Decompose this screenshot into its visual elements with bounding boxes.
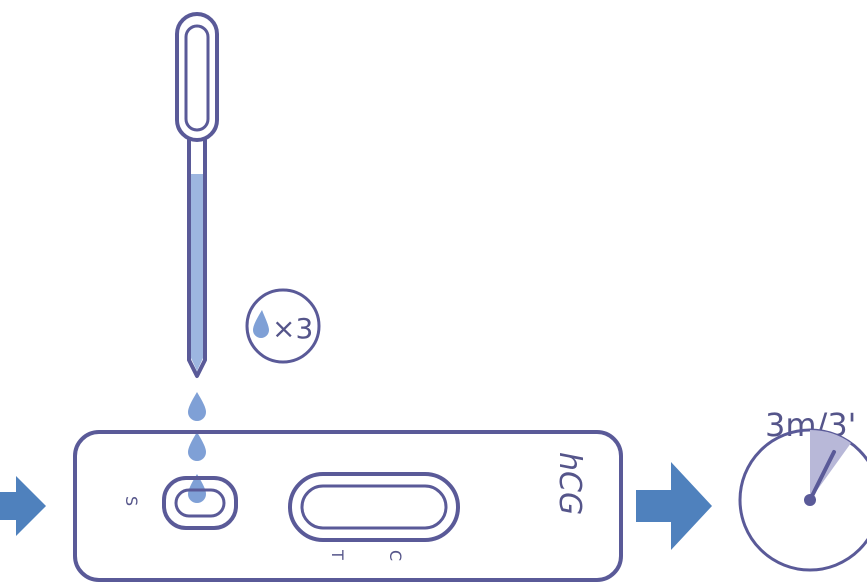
drop-icon <box>188 432 206 461</box>
drop-icon <box>188 392 206 421</box>
test-cassette: S T C hCG <box>73 430 623 582</box>
right-arrow-icon <box>636 462 712 550</box>
result-window <box>288 472 460 542</box>
sample-well <box>162 476 238 530</box>
drop-count-badge: ×3 <box>245 288 321 364</box>
control-line-label: C <box>386 550 405 561</box>
brand-text: hCG <box>552 452 587 515</box>
drop-multiplier: ×3 <box>272 312 313 345</box>
pipette-liquid <box>191 174 203 371</box>
pipette-icon <box>175 12 219 378</box>
drop-icon <box>253 310 269 338</box>
sample-well-label: S <box>122 496 141 506</box>
left-arrow-icon <box>0 476 46 536</box>
timer-icon: 3m/3' <box>738 406 867 572</box>
test-line-label: T <box>328 549 347 560</box>
